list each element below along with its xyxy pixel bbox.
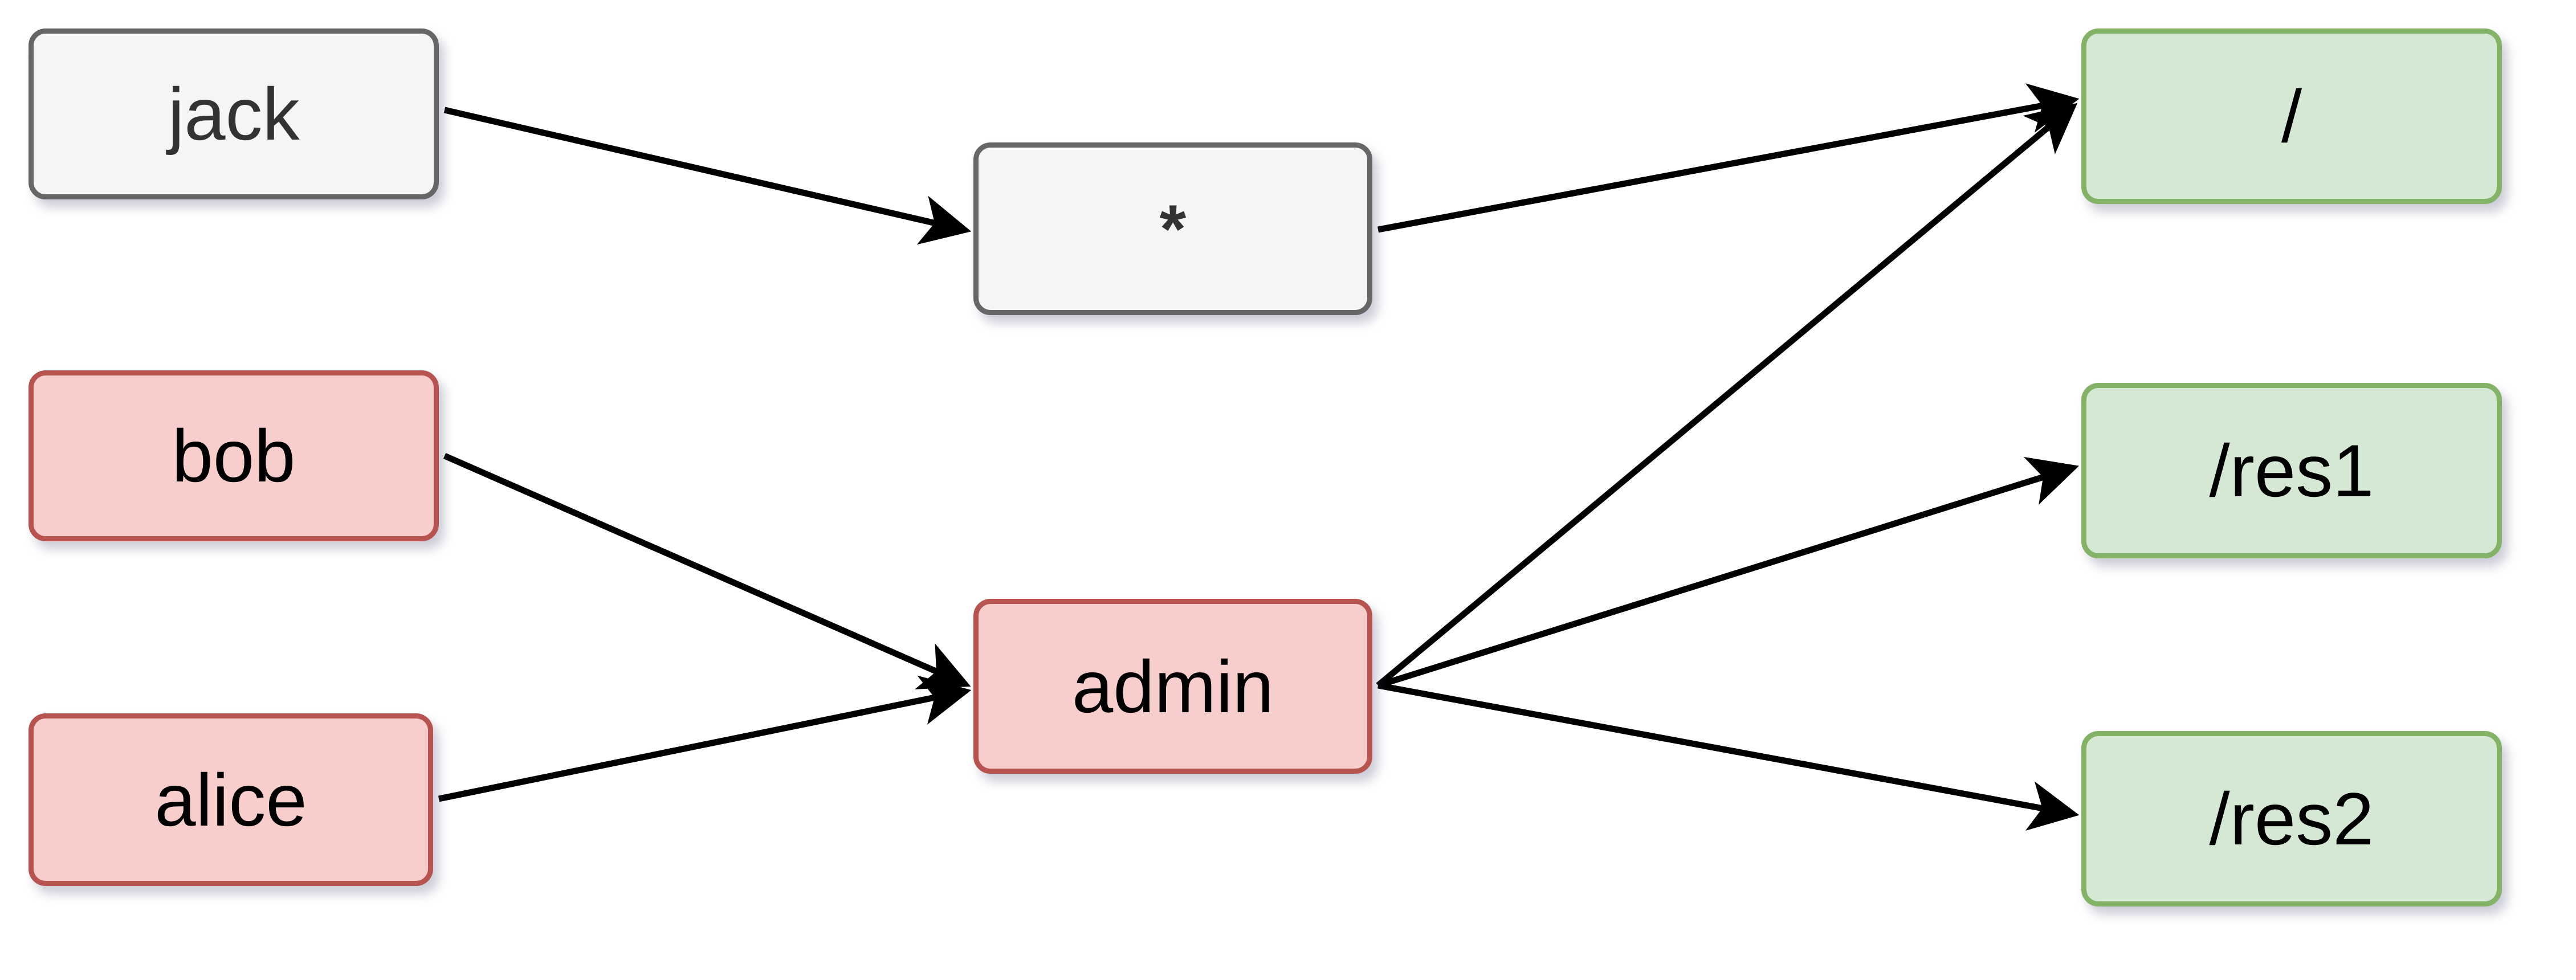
edge-admin-res2[interactable]: [1377, 682, 2080, 831]
edge-star-root[interactable]: [1377, 83, 2080, 233]
edge-admin-root[interactable]: [1376, 103, 2078, 688]
node-wildcard-role[interactable]: *: [973, 142, 1372, 315]
node-wildcard-role-label: *: [1159, 190, 1187, 267]
node-resource-res2-label: /res2: [2209, 777, 2374, 860]
node-resource-res1[interactable]: /res1: [2081, 383, 2502, 558]
edge-bob-admin[interactable]: [443, 452, 971, 689]
node-bob-label: bob: [172, 414, 296, 497]
node-resource-root[interactable]: /: [2081, 28, 2502, 204]
node-bob[interactable]: bob: [28, 370, 439, 541]
node-admin[interactable]: admin: [973, 599, 1372, 774]
node-resource-res1-label: /res1: [2209, 429, 2374, 512]
node-alice-label: alice: [154, 758, 307, 842]
node-resource-root-label: /: [2281, 75, 2302, 158]
node-jack-label: jack: [168, 72, 300, 156]
edge-jack-star[interactable]: [443, 107, 972, 245]
node-admin-label: admin: [1071, 644, 1274, 728]
node-jack[interactable]: jack: [28, 28, 439, 199]
node-resource-res2[interactable]: /res2: [2081, 731, 2502, 906]
node-alice[interactable]: alice: [28, 713, 433, 886]
edge-alice-admin[interactable]: [438, 675, 972, 802]
edge-admin-res1[interactable]: [1377, 456, 2079, 689]
